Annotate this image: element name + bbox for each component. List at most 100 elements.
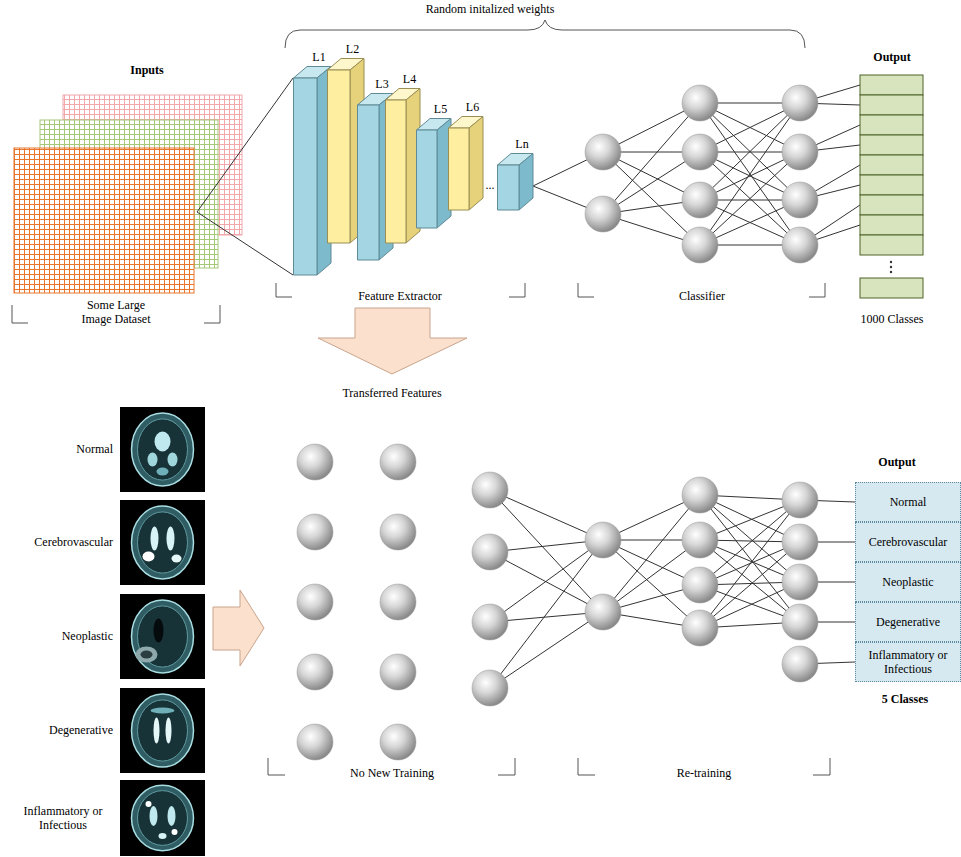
brain-feature — [168, 806, 176, 826]
layer-name: Ln — [515, 137, 528, 151]
brain-feature — [151, 527, 159, 551]
output-class-cell: Normal — [855, 482, 961, 522]
neuron — [585, 196, 621, 232]
brain-feature — [166, 718, 172, 744]
label-holder: ... — [486, 178, 495, 192]
prism-front — [328, 70, 351, 243]
output-column — [860, 75, 923, 298]
neuron — [782, 227, 818, 263]
ellipsis: ... — [486, 178, 495, 192]
label-holder: Classifier — [679, 289, 725, 303]
figure-note: Random initalized weights — [426, 2, 555, 16]
prism-side — [519, 154, 533, 211]
output-class-cell: Cerebrovascular — [855, 522, 961, 562]
neuron — [782, 482, 818, 518]
neuron — [782, 134, 818, 170]
neuron — [682, 477, 718, 513]
label-holder: Some Large Image Dataset — [76, 298, 156, 326]
neuron — [380, 584, 416, 620]
neuron — [682, 85, 718, 121]
class-name: Inflammatory or Infectious — [856, 648, 960, 676]
network-link — [700, 103, 800, 245]
neuron — [380, 724, 416, 760]
layer-name: L1 — [312, 50, 325, 64]
layer-prism — [416, 118, 452, 229]
neuron — [585, 594, 621, 630]
mri-image — [120, 780, 205, 856]
output-class-cell: Inflammatory or Infectious — [855, 642, 961, 682]
image-background — [120, 407, 205, 492]
label-holder: No New Training — [350, 766, 434, 780]
label-holder: Neoplastic — [62, 629, 113, 643]
image-label: Inflammatory or Infectious — [13, 804, 113, 832]
prism-front — [386, 100, 407, 243]
neuron — [782, 564, 818, 600]
layer-prism — [448, 116, 484, 211]
brain-feature — [167, 527, 175, 551]
brain-outline — [132, 785, 194, 850]
neuron — [682, 227, 718, 263]
network-link — [490, 490, 603, 540]
neuron — [782, 604, 818, 640]
class-count: 5 Classes — [882, 692, 928, 706]
brain-feature — [148, 453, 158, 467]
layer-prism — [293, 66, 332, 276]
bracket-label: Re-training — [677, 766, 732, 780]
prism-front — [417, 130, 438, 228]
brain-feature — [146, 801, 152, 807]
label-holder: 1000 Classes — [861, 312, 924, 326]
brain-outline — [132, 694, 194, 767]
image-label: Cerebrovascular — [34, 535, 113, 549]
neuron — [472, 604, 508, 640]
label-holder: Inputs — [130, 63, 163, 77]
neuron — [297, 584, 333, 620]
neuron — [472, 534, 508, 570]
neuron — [782, 85, 818, 121]
layer-name: L3 — [375, 77, 388, 91]
label-holder: Random initalized weights — [426, 2, 555, 16]
output-cell — [860, 195, 923, 215]
neuron — [782, 524, 818, 560]
neuron — [682, 522, 718, 558]
prism-front — [358, 105, 380, 260]
neuron — [472, 472, 508, 508]
ellipsis-dot — [890, 271, 892, 273]
neuron — [585, 522, 621, 558]
layer-prism — [385, 88, 421, 244]
neuron — [472, 670, 508, 706]
output-class-cell: Degenerative — [855, 602, 961, 642]
label-holder: Re-training — [677, 766, 732, 780]
neuron — [682, 182, 718, 218]
neuron — [782, 646, 818, 682]
panel-heading: Output — [873, 50, 910, 64]
output-cell — [860, 215, 923, 235]
class-name: Neoplastic — [879, 575, 936, 589]
network-link — [700, 103, 800, 245]
label-holder: Inflammatory or Infectious — [13, 804, 113, 832]
label-holder: Transferred Features — [342, 386, 441, 400]
class-name: Degenerative — [873, 615, 943, 629]
brain-feature — [154, 619, 164, 643]
neurons — [297, 85, 818, 760]
neuron — [682, 134, 718, 170]
panel-heading: Output — [878, 455, 915, 469]
image-background — [120, 500, 205, 585]
brain-feature — [159, 833, 167, 839]
prism-side — [469, 117, 483, 211]
neuron — [380, 514, 416, 550]
output-cell — [860, 278, 923, 298]
bracket-label: Feature Extractor — [358, 289, 442, 303]
brain-feature — [154, 718, 160, 744]
label-holder: 5 Classes — [882, 692, 928, 706]
layer-name: L5 — [434, 102, 447, 116]
brain-outline — [132, 506, 194, 579]
neuron — [380, 654, 416, 690]
output-cell — [860, 95, 923, 115]
neuron — [297, 444, 333, 480]
layer-block: L5 — [416, 102, 453, 228]
brain-tissue — [138, 791, 188, 846]
neuron — [682, 567, 718, 603]
image-label: Neoplastic — [62, 629, 113, 643]
output-cell — [860, 175, 923, 195]
network-link — [490, 552, 603, 612]
